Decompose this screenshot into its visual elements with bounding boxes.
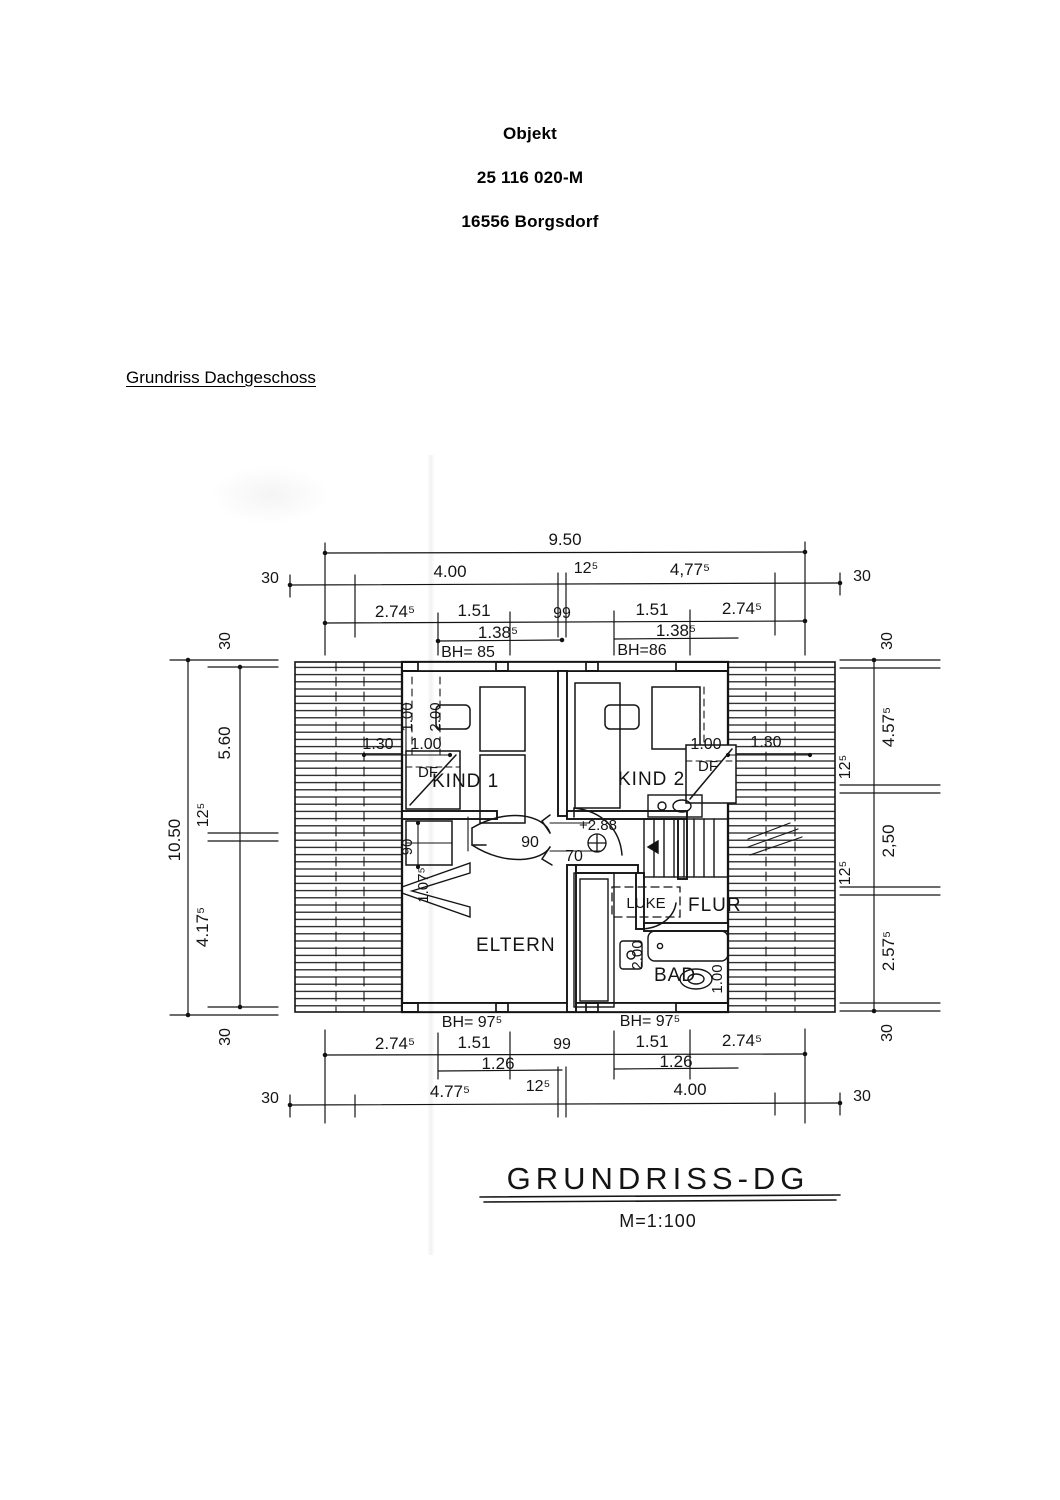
dim-bot-4775: 4.77⁵ — [430, 1082, 470, 1101]
dim-bot-125: 12⁵ — [526, 1078, 550, 1095]
dim-right-125-a: 12⁵ — [837, 755, 854, 779]
dim-right-250: 2,50 — [879, 824, 898, 857]
drawing-scale: M=1:100 — [619, 1211, 697, 1231]
roof-slope-left — [294, 661, 403, 1013]
dim-kind1-left-130: 1.30 — [362, 736, 393, 753]
dim-bot-2745-a: 2.74⁵ — [375, 1034, 415, 1053]
dimension-chain-right — [839, 657, 941, 1014]
furniture-kind1 — [435, 686, 526, 824]
dim-kind1-left-100: 1.00 — [410, 736, 441, 753]
interior-dimension-ticks — [361, 676, 813, 870]
room-label-kind1: KIND 1 — [432, 771, 499, 792]
dim-right-30-bottom: 30 — [879, 1024, 896, 1042]
dim-right-125-b: 12⁵ — [837, 861, 854, 885]
dim-top-2745-b: 2.74⁵ — [722, 599, 762, 618]
roof-slope-right — [727, 661, 836, 1013]
dim-eltern-1075: 1.07⁵ — [415, 867, 432, 902]
roof-window-df-eltern — [405, 820, 453, 866]
dim-top-left-30: 30 — [261, 570, 279, 587]
window-label-bottom-left: BH= 97⁵ — [442, 1014, 502, 1031]
dim-right-4575: 4.57⁵ — [879, 707, 898, 747]
luke-hatch-box — [611, 886, 681, 918]
roof-window-df-right — [685, 744, 737, 804]
dim-bot-400: 4.00 — [673, 1080, 706, 1099]
df-label-kind1: DF — [418, 764, 438, 781]
door-bad — [639, 902, 677, 930]
page-title: Grundriss Dachgeschoss — [126, 368, 316, 387]
header-line-city: 16556 Borgsdorf — [461, 212, 599, 231]
door-width-70: 70 — [565, 848, 583, 865]
interior-walls — [401, 670, 729, 1013]
dim-left-30-top: 30 — [217, 632, 234, 650]
door-width-90-a: 90 — [399, 839, 416, 856]
dimension-chain-left — [169, 657, 279, 1018]
roof-window-df-kind1 — [405, 750, 461, 810]
window-openings-top — [417, 661, 677, 672]
dim-bot-151-b: 1.51 — [635, 1032, 668, 1051]
dim-left-30-bottom: 30 — [217, 1028, 234, 1046]
dim-bot-151-a: 1.51 — [457, 1033, 490, 1052]
dim-kind1-window-200: 2.00 — [427, 702, 444, 731]
room-label-flur: FLUR — [688, 895, 742, 916]
dim-kind1-window-100: 1.00 — [399, 702, 416, 731]
dim-top-1385-a: 1.38⁵ — [478, 623, 518, 642]
dim-left-125: 12⁵ — [195, 803, 212, 827]
dim-bad-wc-100: 1.00 — [709, 964, 726, 993]
dimension-chain-bottom — [287, 1028, 843, 1124]
room-label-bad: BAD — [654, 965, 696, 986]
dim-bot-30-left: 30 — [261, 1090, 279, 1107]
header-line-objekt-number: 25 116 020-M — [476, 168, 584, 187]
dim-top-2745-a: 2.74⁵ — [375, 602, 415, 621]
dim-right-30-top: 30 — [879, 632, 896, 650]
bathroom-fixtures — [647, 930, 729, 990]
dim-bot-2745-b: 2.74⁵ — [722, 1031, 762, 1050]
window-openings-bottom — [417, 1002, 677, 1013]
dim-kind2-right-130: 1.30 — [750, 734, 781, 751]
dim-left-4175: 4.17⁵ — [193, 907, 212, 947]
dim-bot-126-b: 1.26 — [659, 1052, 692, 1071]
room-label-kind2: KIND 2 — [618, 769, 685, 790]
staircase — [643, 818, 729, 878]
dim-right-2575: 2.57⁵ — [879, 931, 898, 971]
window-label-top-left: BH= 85 — [441, 644, 495, 661]
dim-top-151-a: 1.51 — [457, 601, 490, 620]
furniture-kind2 — [574, 682, 705, 809]
dimension-chain-top — [287, 541, 843, 656]
dim-left-560: 5.60 — [215, 726, 234, 759]
dim-top-4775: 4,77⁵ — [670, 560, 710, 579]
window-label-top-right: BH=86 — [617, 642, 666, 659]
room-label-eltern: ELTERN — [476, 935, 556, 956]
title-underline — [479, 1194, 841, 1203]
dim-top-125: 12⁵ — [574, 560, 598, 577]
dim-top-overall: 9.50 — [548, 530, 581, 549]
dim-bot-99: 99 — [553, 1036, 571, 1053]
level-marker-label: +2.88 — [579, 817, 617, 834]
dim-kind2-right-100: 1.00 — [690, 736, 721, 753]
floor-plan-drawing: 9.50 30 4.00 12⁵ 4,77⁵ 30 2.74⁵ 1.51 99 … — [150, 455, 950, 1255]
door-eltern-lower — [471, 844, 553, 866]
furniture-eltern — [401, 862, 643, 1008]
dim-bot-30-right: 30 — [853, 1088, 871, 1105]
dim-bad-tub-200: 2.00 — [629, 940, 646, 969]
door-kind2 — [573, 807, 623, 856]
dim-top-right-30: 30 — [853, 568, 871, 585]
dim-bot-126-a: 1.26 — [481, 1054, 514, 1073]
level-marker-symbol — [587, 833, 607, 853]
document-header: Objekt 25 116 020-M 16556 Borgsdorf — [0, 112, 1060, 244]
dim-top-151-b: 1.51 — [635, 600, 668, 619]
door-width-90-b: 90 — [521, 834, 539, 851]
dim-top-99: 99 — [553, 605, 571, 622]
df-label-right: DF — [698, 758, 718, 775]
kitchenette-counter — [647, 794, 703, 818]
luke-label: LUKE — [626, 895, 665, 912]
window-label-bottom-right: BH= 97⁵ — [620, 1013, 680, 1030]
header-line-objekt: Objekt — [502, 124, 558, 143]
dim-left-overall: 10.50 — [165, 819, 184, 862]
dim-top-1385-b: 1.38⁵ — [656, 621, 696, 640]
dim-top-400: 4.00 — [433, 562, 466, 581]
drawing-title: GRUNDRISS-DG — [507, 1161, 810, 1196]
